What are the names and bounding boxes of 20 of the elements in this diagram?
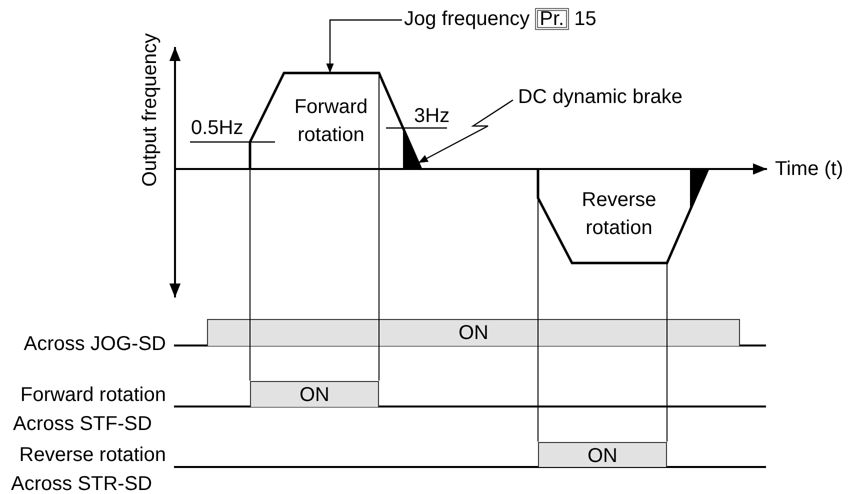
- signal-label: Forward rotation: [20, 385, 166, 405]
- callout-text: Jog frequency: [404, 8, 530, 30]
- signal-label: Time (t): [775, 159, 844, 179]
- callout-text: DC dynamic brake: [518, 86, 683, 108]
- leader-line: [418, 100, 514, 164]
- parameter-number: 15: [574, 8, 596, 30]
- signal-label: Reverse rotation: [19, 445, 166, 465]
- parameter-code: Pr.: [534, 8, 570, 30]
- waveform-label: Forward rotation: [293, 95, 369, 148]
- leader-line: [326, 19, 402, 73]
- signal-on-bar: ON: [538, 442, 667, 468]
- signal-label: Across STR-SD: [11, 474, 152, 494]
- signal-label: Across STF-SD: [13, 414, 152, 434]
- signal-on-bar: ON: [250, 380, 379, 407]
- signal-label: 0.5Hz: [191, 118, 244, 138]
- signal-label: Across JOG-SD: [24, 334, 166, 354]
- signal-on-bar: ON: [207, 319, 740, 346]
- signal-label: 3Hz: [414, 106, 450, 126]
- waveform-label: Reverse rotation: [580, 188, 658, 241]
- axis-title: Output frequency: [140, 33, 160, 187]
